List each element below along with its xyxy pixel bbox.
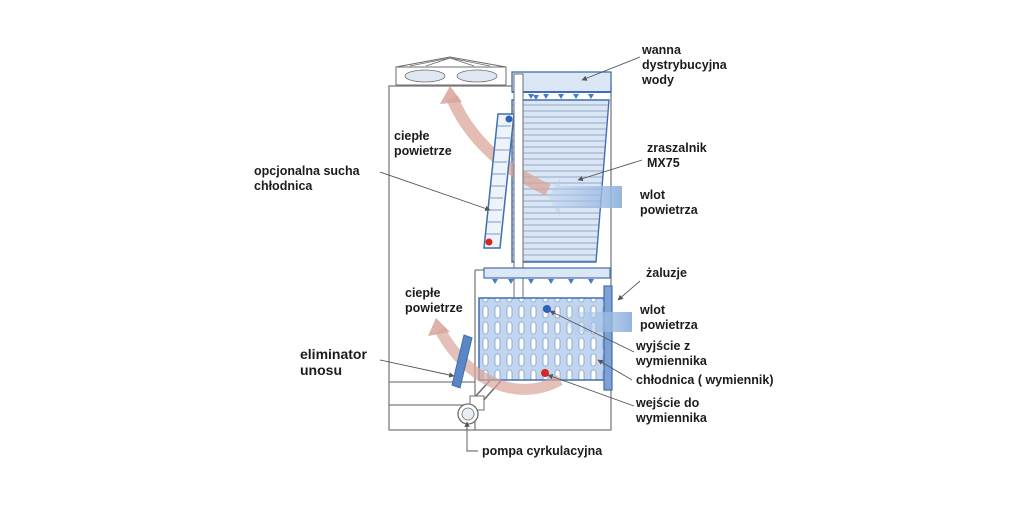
label-warm-air-lower: ciepłe powietrze (405, 286, 463, 315)
label-exchanger-outlet: wyjście z wymiennika (636, 339, 707, 368)
warm-air-arrowhead-upper (440, 86, 462, 104)
exchanger-outlet-dot (543, 305, 551, 313)
label-exchanger-inlet: wejście do wymiennika (636, 396, 707, 425)
circulation-pump-icon (457, 395, 485, 425)
drift-eliminator (451, 334, 473, 389)
label-water-distribution-basin: wanna dystrybucyjna wody (642, 43, 727, 87)
exchanger-inlet-dot (541, 369, 549, 377)
air-inlet-arrow-upper (548, 178, 622, 216)
warm-air-arrowhead-lower (428, 318, 450, 336)
label-wet-deck-mx75: zraszalnik MX75 (647, 141, 707, 170)
leader-lines (379, 56, 643, 452)
wet-deck-fill (511, 99, 610, 263)
water-distribution-basin (511, 71, 612, 99)
label-air-inlet-upper: wlot powietrza (640, 188, 698, 217)
label-air-inlet-lower: wlot powietrza (640, 303, 698, 332)
fan-icon (395, 56, 507, 86)
optional-dry-cooler (483, 113, 515, 249)
label-circulation-pump: pompa cyrkulacyjna (482, 444, 603, 458)
louvers (603, 285, 613, 391)
heat-exchanger-coil (478, 297, 608, 381)
lower-spray-trough (483, 267, 611, 284)
air-inlet-arrow-lower (566, 304, 632, 340)
label-optional-dry-cooler: opcjonalna sucha chłodnica (254, 164, 360, 193)
label-louvers: żaluzje (646, 266, 687, 280)
label-drift-eliminator: eliminator unosu (300, 346, 367, 378)
warm-air-arrow-upper (446, 95, 551, 196)
label-cooler-exchanger: chłodnica ( wymiennik) (636, 373, 774, 387)
warm-air-arrow-lower (435, 327, 563, 395)
label-warm-air-upper: ciepłe powietrze (394, 129, 452, 158)
